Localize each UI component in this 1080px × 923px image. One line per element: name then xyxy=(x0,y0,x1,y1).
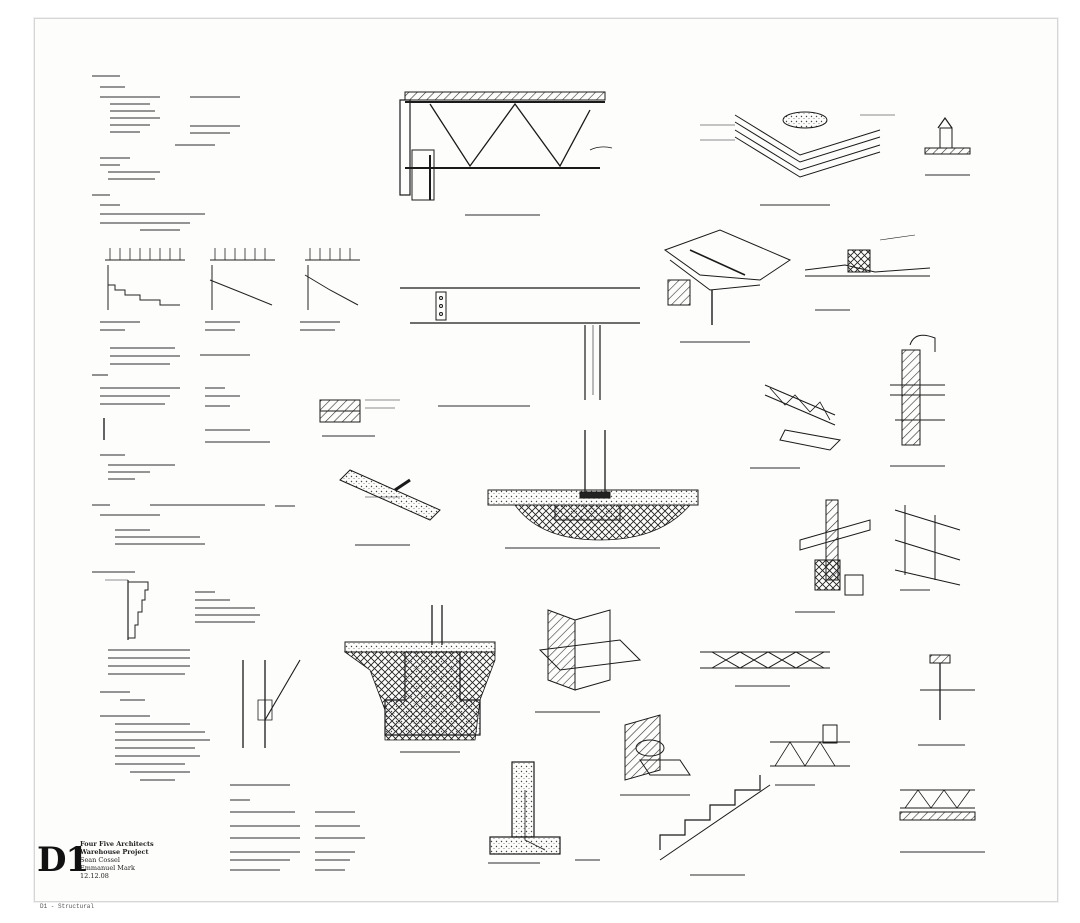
connection-calculations xyxy=(230,784,365,871)
drain-detail xyxy=(804,234,931,311)
footer-label: D1 - Structural xyxy=(40,903,95,910)
load-calculation-notes xyxy=(92,75,240,231)
column-base-plate-detail xyxy=(487,430,699,549)
joist-bridging-detail xyxy=(750,384,842,469)
load-diagrams xyxy=(105,248,360,310)
joist-beam-connection-detail xyxy=(399,91,613,216)
firm-name: Four Five Architects xyxy=(80,840,154,848)
pipe-penetration-detail xyxy=(620,714,691,796)
lateral-load-diagram xyxy=(92,571,149,640)
beam-to-beam-connection xyxy=(400,287,640,407)
column-splice-detail xyxy=(890,334,945,467)
joist-seat-detail xyxy=(795,499,871,613)
lateral-notes xyxy=(100,591,260,781)
gutter-detail xyxy=(663,229,792,343)
column-footing-detail xyxy=(343,605,496,753)
author-1: Sean Cossel xyxy=(80,856,120,864)
drawing-sheet xyxy=(34,18,1058,902)
slab-on-grade-detail xyxy=(339,469,441,546)
beam-calculation-notes xyxy=(92,321,340,545)
joist-wall-bearing-detail xyxy=(770,724,850,786)
sheet-date: 12.12.08 xyxy=(80,872,109,880)
parapet-detail xyxy=(918,654,975,746)
horizontal-bracing-diagram xyxy=(700,651,830,687)
project-name: Warehouse Project xyxy=(80,848,149,856)
joist-girder-detail xyxy=(899,789,985,853)
roofing-layers-detail xyxy=(700,111,895,206)
author-2: Emmanuel Mark xyxy=(80,864,135,872)
floor-assembly-detail xyxy=(319,399,400,437)
column-beam-bolted-detail xyxy=(535,609,642,713)
roof-vent-detail xyxy=(924,116,971,176)
bridging-isometric-detail xyxy=(894,505,961,591)
brace-connection-detail xyxy=(242,659,301,748)
retaining-wall-detail xyxy=(488,761,600,864)
sheet-code: D1 xyxy=(37,840,89,880)
title-block: Four Five Architects Warehouse Project S… xyxy=(80,840,154,880)
stair-detail xyxy=(659,775,771,876)
